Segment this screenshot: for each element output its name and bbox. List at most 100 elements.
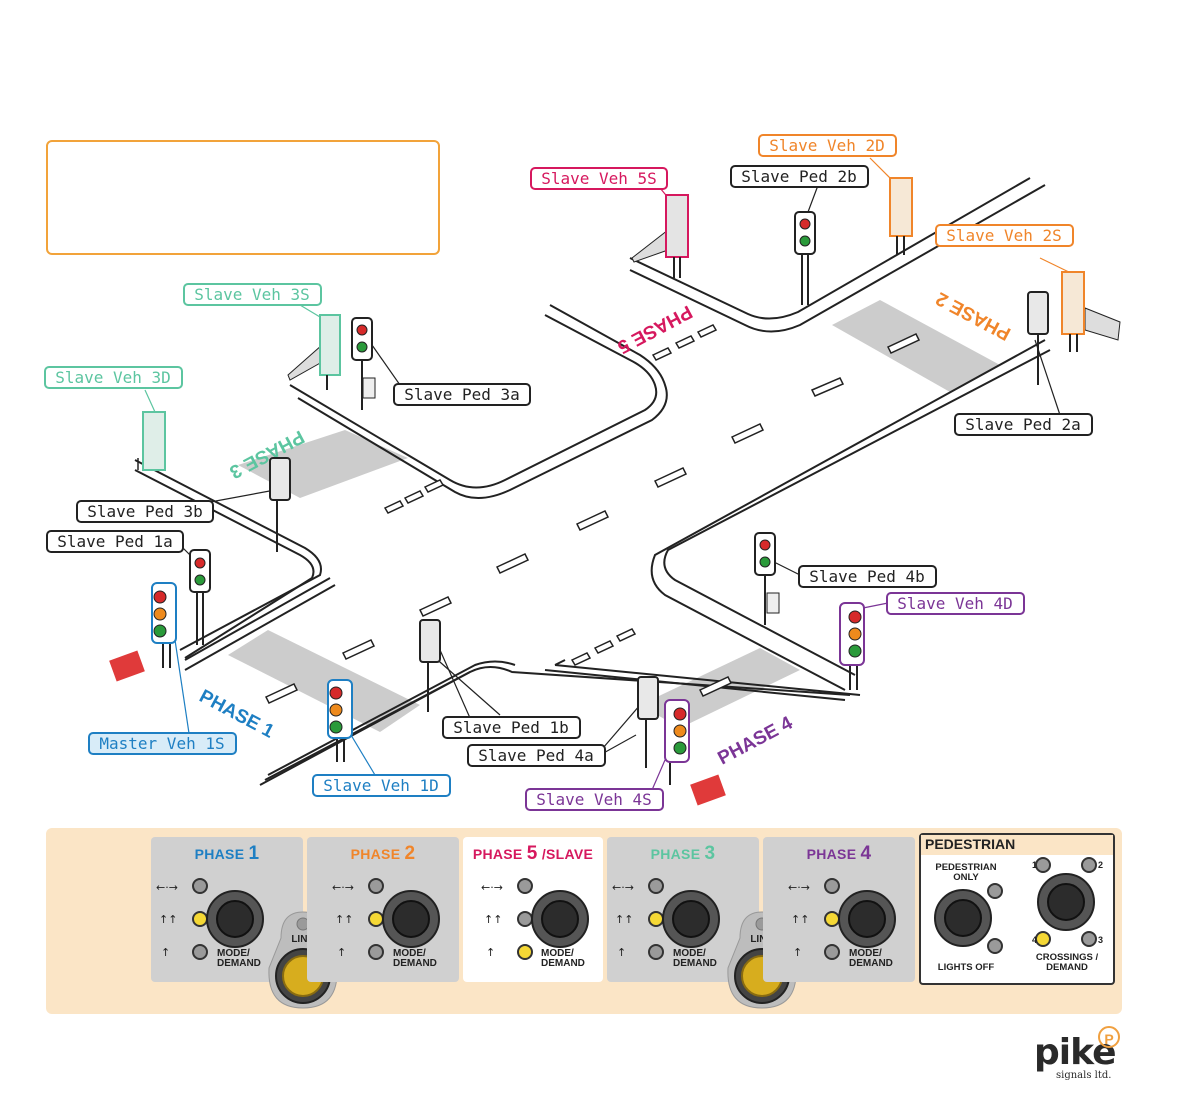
phase-5-knob[interactable] <box>541 900 579 938</box>
phase-5-led-2 <box>517 911 533 927</box>
phase-5-title: PHASE 5 /SLAVE <box>472 843 594 864</box>
phase-5-controls: ←·→ ↑↑ ↑ <box>481 878 589 960</box>
phase-2-knob[interactable] <box>392 900 430 938</box>
phase-1-mode-demand: MODE/DEMAND <box>217 948 261 969</box>
phase-2-controls: ←·→ ↑↑ ↑ <box>332 878 440 960</box>
lane-dashes <box>264 324 921 704</box>
pedestrian-module: PEDESTRIAN PEDESTRIAN ONLY LIGHTS OFF CR… <box>919 833 1115 985</box>
signal-slave-ped-1a <box>189 549 211 645</box>
svg-text:↑↑: ↑↑ <box>335 913 353 926</box>
phase-2-led-3 <box>368 944 384 960</box>
label-slave-veh-3s: Slave Veh 3S <box>194 285 310 304</box>
phase-4-module: PHASE 4 ←·→ ↑↑ ↑ MODE/DEMAND <box>763 837 915 982</box>
crossing-num-2: 2 <box>1098 860 1103 870</box>
phase-4-led-1 <box>824 878 840 894</box>
signal-master-veh-1s <box>151 582 177 668</box>
junction-scene: PHASE 1 PHASE 4 PHASE 3 PHASE 2 PHASE 5 <box>44 134 1121 811</box>
svg-text:↑: ↑ <box>161 946 170 959</box>
crossing-led-3 <box>1081 931 1097 947</box>
svg-text:↑↑: ↑↑ <box>484 913 502 926</box>
callout-master-veh-1s: Master Veh 1S <box>88 732 237 755</box>
label-slave-ped-1a: Slave Ped 1a <box>57 532 173 551</box>
link-label-1: LINK <box>291 934 315 945</box>
phase-3-led-1 <box>648 878 664 894</box>
crossing-num-3: 3 <box>1098 935 1103 945</box>
callout-slave-veh-1d: Slave Veh 1D <box>312 774 451 797</box>
pedestrian-only-label: PEDESTRIAN ONLY <box>935 862 997 883</box>
callout-slave-ped-2a: Slave Ped 2a <box>954 413 1093 436</box>
pedestrian-title-bar: PEDESTRIAN <box>921 835 1113 855</box>
callout-slave-ped-4b: Slave Ped 4b <box>798 565 937 588</box>
signal-slave-ped-3a <box>351 317 376 410</box>
phase-1-led-3 <box>192 944 208 960</box>
phase-3-led-2 <box>648 911 664 927</box>
phase-2-led-1 <box>368 878 384 894</box>
signal-slave-veh-2s <box>1061 271 1121 352</box>
logo-mark-icon: P <box>1098 1026 1120 1048</box>
phase-3-title: PHASE 3 <box>650 843 716 864</box>
phase-3-knob[interactable] <box>672 900 710 938</box>
svg-text:←·→: ←·→ <box>788 881 810 894</box>
phase-2-led-2 <box>368 911 384 927</box>
phase-4-title: PHASE 4 <box>806 843 872 864</box>
phase-label-5: PHASE 5 <box>613 301 695 358</box>
label-slave-veh-3d: Slave Veh 3D <box>55 368 171 387</box>
logo-subtitle: signals ltd. <box>1056 1070 1112 1081</box>
lights-off-led <box>987 938 1003 954</box>
callout-slave-veh-3d: Slave Veh 3D <box>44 366 183 389</box>
phase-4-led-3 <box>824 944 840 960</box>
label-slave-ped-4a: Slave Ped 4a <box>478 746 594 765</box>
label-slave-ped-3a: Slave Ped 3a <box>404 385 520 404</box>
phase-1-controls: ←·→ ↑↑ ↑ <box>156 878 264 960</box>
callout-slave-veh-4s: Slave Veh 4S <box>525 788 664 811</box>
phase-2-mode-demand: MODE/DEMAND <box>393 948 437 969</box>
phase-1-knob[interactable] <box>216 900 254 938</box>
pike-signals-logo: pike signals ltd. P <box>1030 1026 1130 1086</box>
svg-text:↑↑: ↑↑ <box>159 913 177 926</box>
callout-slave-veh-4d: Slave Veh 4D <box>886 592 1025 615</box>
signal-slave-veh-3d <box>137 411 166 471</box>
red-sign-left <box>109 650 145 682</box>
phase-3-mode-demand: MODE/DEMAND <box>673 948 717 969</box>
phase-1-led-2 <box>192 911 208 927</box>
crossings-knob[interactable] <box>1047 883 1085 921</box>
phase-4-mode-demand: MODE/DEMAND <box>849 948 893 969</box>
callout-slave-ped-3a: Slave Ped 3a <box>393 383 531 406</box>
phase-1-led-1 <box>192 878 208 894</box>
callouts: Slave Veh 5S Slave Ped 2b Slave Veh 2D S… <box>44 134 1093 811</box>
label-slave-veh-4s: Slave Veh 4S <box>536 790 652 809</box>
phase-4-knob[interactable] <box>848 900 886 938</box>
signal-slave-ped-4b <box>754 532 780 625</box>
callout-slave-veh-2d: Slave Veh 2D <box>758 134 897 157</box>
phase-5-module: PHASE 5 /SLAVE ←·→ ↑↑ ↑ MODE/DEMAND <box>463 837 603 982</box>
signal-slave-veh-4s <box>664 699 690 785</box>
road-edges <box>184 577 861 781</box>
signal-slave-ped-2b <box>794 211 816 305</box>
label-slave-veh-1d: Slave Veh 1D <box>323 776 439 795</box>
label-slave-ped-3b: Slave Ped 3b <box>87 502 203 521</box>
callout-slave-veh-3s: Slave Veh 3S <box>183 283 322 306</box>
phase-5-mode-demand: MODE/DEMAND <box>541 948 585 969</box>
svg-text:↑: ↑ <box>793 946 802 959</box>
svg-text:↑: ↑ <box>486 946 495 959</box>
pedestrian-mode-knob[interactable] <box>944 899 982 937</box>
svg-text:←·→: ←·→ <box>612 881 634 894</box>
phase-1-title: PHASE 1 <box>194 843 260 864</box>
crossing-led-1 <box>1035 857 1051 873</box>
signal-slave-ped-2a <box>1027 291 1049 385</box>
label-slave-veh-5s: Slave Veh 5S <box>541 169 657 188</box>
crossing-num-1: 1 <box>1032 860 1037 870</box>
label-slave-veh-2d: Slave Veh 2D <box>769 136 885 155</box>
callout-slave-ped-3b: Slave Ped 3b <box>76 500 214 523</box>
crossing-num-4: 4 <box>1032 935 1037 945</box>
phase-4-led-2 <box>824 911 840 927</box>
signal-slave-veh-4d <box>839 602 865 690</box>
control-panel: PHASE 1 ←·→ ↑↑ ↑ MODE/DEMAND LINK <box>46 828 1122 1014</box>
signal-slave-veh-2d <box>889 177 913 255</box>
svg-text:←·→: ←·→ <box>156 881 178 894</box>
svg-text:↑: ↑ <box>337 946 346 959</box>
signal-slave-veh-1d <box>327 679 353 762</box>
info-box <box>46 140 440 255</box>
signal-heads <box>109 177 1121 806</box>
